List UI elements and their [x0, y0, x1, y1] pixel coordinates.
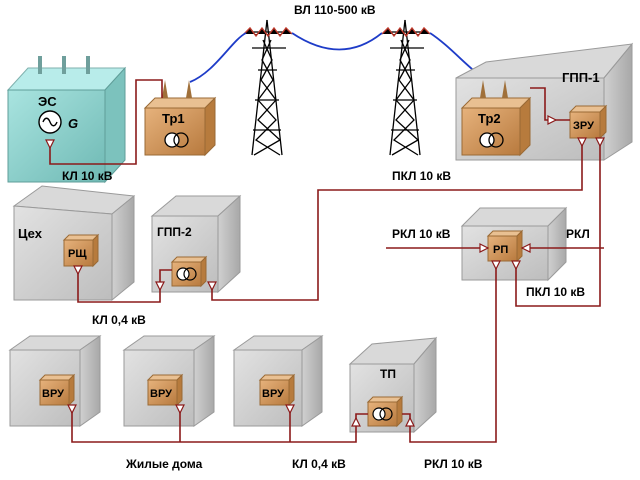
cable-pkl10-right-label: ПКЛ 10 кВ [526, 285, 585, 299]
cable-pkl10-top-label: ПКЛ 10 кВ [392, 169, 451, 183]
cable-kl04-houses-label: КЛ 0,4 кВ [292, 457, 346, 471]
overhead-line-label: ВЛ 110-500 кВ [294, 3, 376, 17]
power-station-label: ЭС [38, 94, 57, 109]
arrowheads [45, 137, 605, 427]
cable-kl04-workshop [77, 266, 172, 303]
cable-rkl10-left-label: РКЛ 10 кВ [392, 227, 451, 241]
overhead-line [189, 32, 487, 83]
cable-rkl10-bottom-label: РКЛ 10 кВ [424, 457, 483, 471]
vru-2-label: ВРУ [150, 388, 172, 400]
cable-pkl10-top [211, 138, 583, 301]
step-up-transformer: Тр1 [143, 80, 217, 157]
workshop-building: Цех [12, 185, 136, 302]
rp-panel: РП [486, 229, 524, 263]
transformer-icon [372, 407, 393, 421]
transformer-icon [164, 132, 189, 148]
gpp2-label: ГПП-2 [157, 225, 192, 239]
tp-label: ТП [380, 367, 396, 381]
vru-1-label: ВРУ [42, 388, 64, 400]
gpp1-label: ГПП-1 [562, 70, 600, 85]
house-2: ВРУ [122, 335, 216, 427]
power-station: ЭС G [6, 56, 127, 184]
rsh-label: РЩ [68, 248, 87, 260]
transformer-icon [479, 132, 504, 148]
gpp2-transformer [170, 255, 208, 288]
residential-label: Жилые дома [125, 457, 203, 471]
transformer-icon [176, 267, 197, 281]
cable-kl10-station [49, 79, 163, 165]
cable-kl10-station-label: КЛ 10 кВ [62, 169, 113, 183]
workshop-panel: РЩ [62, 233, 100, 268]
cable-kl04-houses [71, 405, 368, 443]
house-3: ВРУ [232, 335, 324, 427]
vru-3-label: ВРУ [262, 388, 284, 400]
tr2-label: Тр2 [478, 111, 501, 126]
transmission-tower-left [248, 19, 290, 156]
rp-label: РП [493, 244, 508, 256]
gpp1-transformer: Тр2 [460, 80, 532, 157]
generator-icon [38, 110, 62, 134]
house-1: ВРУ [8, 335, 102, 427]
workshop-label: Цех [18, 226, 43, 241]
arrow-rkl-right [520, 243, 531, 253]
gpp2-building: ГПП-2 [150, 194, 242, 294]
tp-building: ТП [348, 336, 438, 434]
tr1-label: Тр1 [162, 111, 185, 126]
cable-kl04-workshop-label: КЛ 0,4 кВ [92, 313, 146, 327]
cable-rkl-right-label: РКЛ [566, 227, 590, 241]
zru-label: ЗРУ [573, 120, 594, 132]
zru-switchgear: ЗРУ [568, 104, 608, 140]
cable-pkl10-right [515, 138, 601, 307]
gpp1-internal-wiring [530, 87, 570, 125]
insulator-strings [243, 26, 431, 38]
generator-letter: G [68, 116, 78, 131]
transmission-tower-right [386, 19, 428, 156]
cable-rkl10-bottom [402, 261, 497, 443]
arrow-rkl-left [479, 243, 490, 253]
